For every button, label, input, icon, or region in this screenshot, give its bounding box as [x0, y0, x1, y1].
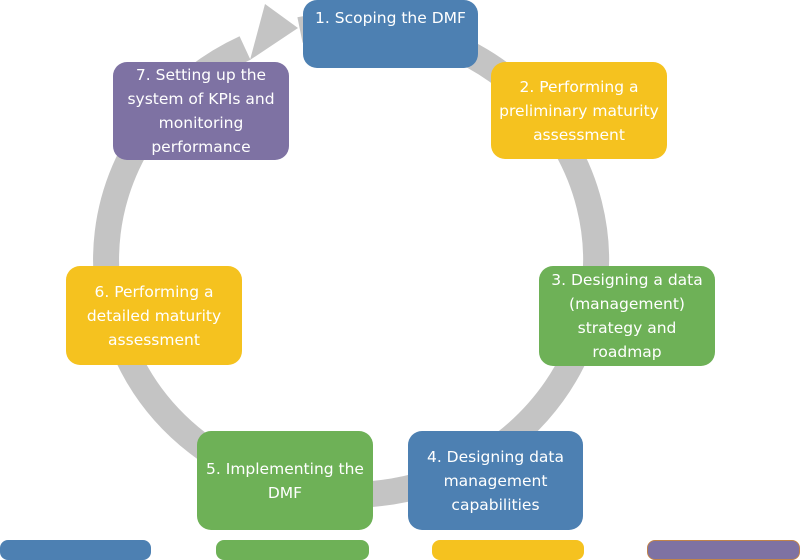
- step-1-box: 1. Scoping the DMF: [303, 0, 478, 68]
- step-3-box: 3. Designing a data (management) strateg…: [539, 266, 715, 366]
- legend-blue-box: [0, 540, 151, 560]
- legend-purple-box: [647, 540, 800, 560]
- step-5-box: 5. Implementing the DMF: [197, 431, 373, 530]
- step-6-box: 6. Performing a detailed maturity assess…: [66, 266, 242, 365]
- legend-yellow-box: [432, 540, 584, 560]
- legend-green-box: [216, 540, 369, 560]
- step-7-box: 7. Setting up the system of KPIs and mon…: [113, 62, 289, 160]
- cycle-arrow-head-icon: [250, 4, 298, 60]
- step-2-box: 2. Performing a preliminary maturity ass…: [491, 62, 667, 159]
- step-4-box: 4. Designing data management capabilitie…: [408, 431, 583, 530]
